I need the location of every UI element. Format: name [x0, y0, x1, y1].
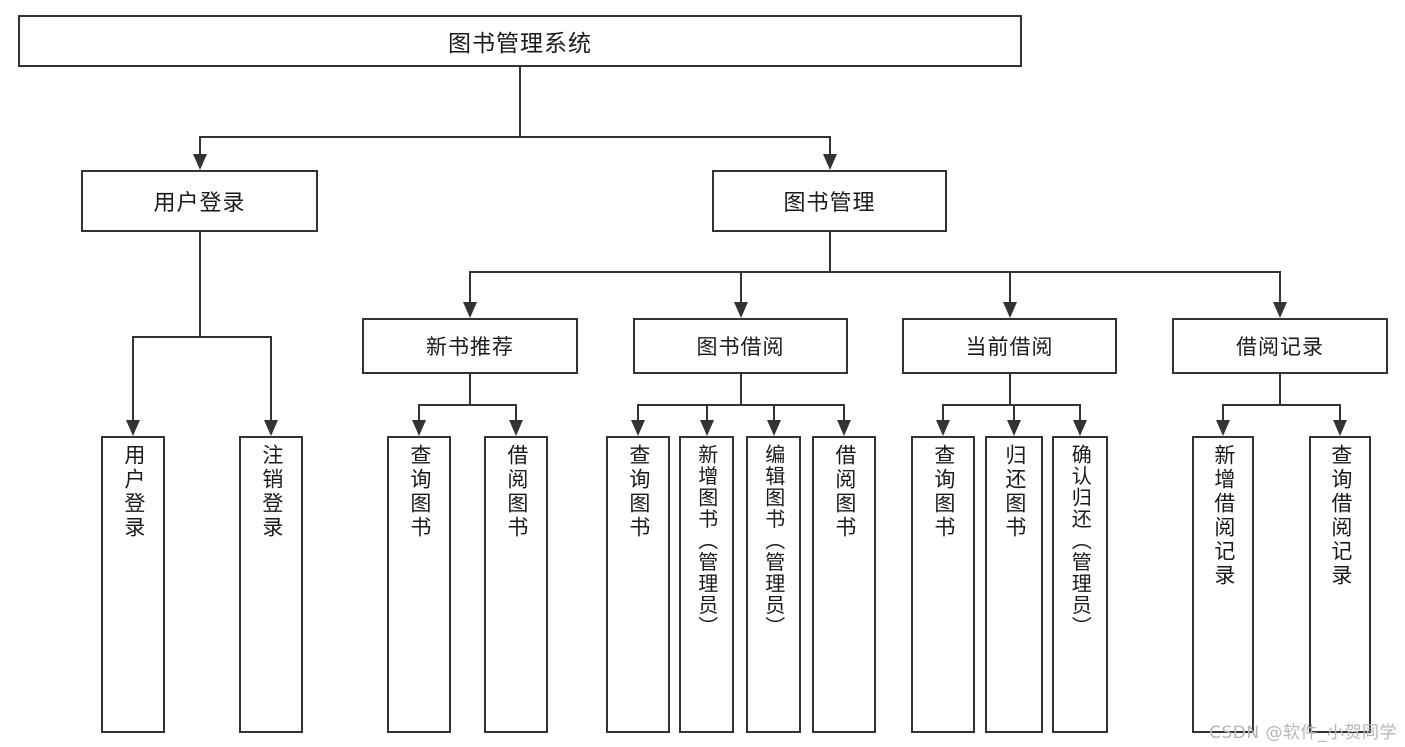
edge-drop-leaf-user-login	[132, 336, 134, 420]
node-label: 当前借阅	[965, 335, 1054, 359]
node-borrow-record[interactable]: 借阅记录	[1172, 318, 1388, 374]
node-label: 借阅记录	[1236, 335, 1324, 359]
edge-stem-current-borrow	[1008, 374, 1011, 404]
node-leaf-add-book[interactable]: 新增图书（管理员）	[679, 436, 734, 733]
node-leaf-confirm-return[interactable]: 确认归还（管理员）	[1052, 436, 1108, 733]
edge-book-manage-stem	[828, 232, 831, 271]
arrow-to-leaf-add-record	[1216, 420, 1230, 436]
node-new-book-recommend[interactable]: 新书推荐	[362, 318, 578, 374]
arrow-to-current-borrow	[1002, 302, 1017, 318]
node-label: 借阅图书	[832, 444, 857, 540]
edge-drop-leaf-confirm-return	[1079, 404, 1081, 420]
arrow-to-book-borrow	[733, 302, 748, 318]
node-label: 借阅图书	[504, 444, 529, 540]
node-label: 用户登录	[121, 444, 146, 540]
edge-drop-leaf-query-book-rec	[418, 404, 420, 420]
edge-drop-leaf-borrow-book-rec	[515, 404, 517, 420]
arrow-to-leaf-borrow-book	[837, 420, 851, 436]
node-leaf-query-record[interactable]: 查询借阅记录	[1309, 436, 1371, 733]
node-leaf-return-book[interactable]: 归还图书	[985, 436, 1043, 733]
arrow-to-book-manage	[822, 154, 837, 170]
arrow-to-leaf-query-book-borrow	[631, 420, 645, 436]
arrow-to-leaf-logout	[264, 420, 278, 436]
node-label: 归还图书	[1002, 444, 1027, 540]
node-leaf-query-book-cur[interactable]: 查询图书	[911, 436, 975, 733]
node-label: 确认归还（管理员）	[1068, 444, 1093, 638]
edge-root-left-drop	[198, 136, 201, 154]
node-leaf-borrow-book[interactable]: 借阅图书	[812, 436, 876, 733]
node-leaf-logout[interactable]: 注销登录	[239, 436, 303, 733]
node-current-borrow[interactable]: 当前借阅	[902, 318, 1117, 374]
node-label: 图书借阅	[696, 335, 785, 359]
node-label: 编辑图书（管理员）	[761, 444, 786, 638]
node-root-system[interactable]: 图书管理系统	[18, 15, 1022, 67]
edge-book-manage-bar	[469, 271, 1281, 273]
edge-drop-leaf-edit-book	[772, 404, 775, 420]
arrow-to-leaf-return-book	[1007, 420, 1021, 436]
edge-drop-leaf-query-book-cur	[942, 404, 944, 420]
arrow-to-leaf-query-record	[1333, 420, 1347, 436]
edge-bar-borrow-record	[1222, 404, 1341, 406]
edge-drop-new-book-rec	[469, 271, 471, 302]
edge-stem-user-login	[198, 232, 201, 336]
edge-bar-book-borrow	[637, 404, 845, 406]
edge-drop-leaf-add-book	[705, 404, 708, 420]
edge-bar-current-borrow	[942, 404, 1081, 406]
edge-bar-user-login	[132, 336, 272, 338]
arrow-to-new-book-rec	[463, 302, 477, 318]
node-label: 新增图书（管理员）	[694, 444, 719, 638]
node-book-manage[interactable]: 图书管理	[712, 170, 947, 232]
edge-drop-leaf-logout	[270, 336, 272, 420]
node-label: 用户登录	[153, 191, 246, 216]
arrow-to-leaf-user-login	[126, 420, 140, 436]
node-leaf-borrow-book-rec[interactable]: 借阅图书	[484, 436, 548, 733]
edge-drop-leaf-return-book	[1013, 404, 1015, 420]
node-label: 查询图书	[626, 444, 651, 540]
node-leaf-edit-book[interactable]: 编辑图书（管理员）	[746, 436, 801, 733]
arrow-to-leaf-query-book-cur	[936, 420, 950, 436]
edge-root-stem	[519, 67, 521, 136]
node-label: 查询图书	[931, 444, 956, 540]
edge-root-bar	[198, 136, 831, 138]
edge-drop-book-borrow	[739, 271, 742, 302]
edge-stem-borrow-record	[1279, 374, 1281, 404]
node-label: 新增借阅记录	[1211, 444, 1236, 588]
node-leaf-user-login[interactable]: 用户登录	[101, 436, 165, 733]
edge-drop-leaf-query-record	[1339, 404, 1341, 420]
edge-drop-leaf-add-record	[1222, 404, 1224, 420]
edge-drop-leaf-query-book-borrow	[637, 404, 639, 420]
arrow-to-borrow-record	[1273, 302, 1287, 318]
edge-drop-current-borrow	[1008, 271, 1011, 302]
node-label: 查询图书	[407, 444, 432, 540]
arrow-to-user-login	[192, 154, 207, 170]
node-user-login[interactable]: 用户登录	[81, 170, 318, 232]
node-leaf-query-book-rec[interactable]: 查询图书	[387, 436, 451, 733]
arrow-to-leaf-confirm-return	[1073, 420, 1087, 436]
edge-bar-new-book-rec	[418, 404, 517, 406]
node-label: 注销登录	[259, 444, 284, 540]
node-leaf-add-record[interactable]: 新增借阅记录	[1192, 436, 1254, 733]
arrow-to-leaf-edit-book	[766, 420, 781, 436]
edge-drop-borrow-record	[1279, 271, 1281, 302]
node-label: 图书管理系统	[448, 31, 592, 57]
edge-stem-book-borrow	[739, 374, 742, 404]
arrow-to-leaf-borrow-book-rec	[509, 420, 523, 436]
arrow-to-leaf-add-book	[699, 420, 714, 436]
edge-stem-new-book-rec	[469, 374, 471, 404]
node-label: 查询借阅记录	[1328, 444, 1353, 588]
node-label: 图书管理	[783, 191, 876, 216]
arrow-to-leaf-query-book-rec	[412, 420, 426, 436]
node-leaf-query-book-borrow[interactable]: 查询图书	[606, 436, 670, 733]
watermark-text: CSDN @软件_小贺同学	[1209, 723, 1397, 743]
edge-drop-leaf-borrow-book	[843, 404, 845, 420]
edge-root-right-drop	[828, 136, 831, 154]
node-book-borrow[interactable]: 图书借阅	[633, 318, 848, 374]
node-label: 新书推荐	[426, 335, 514, 359]
